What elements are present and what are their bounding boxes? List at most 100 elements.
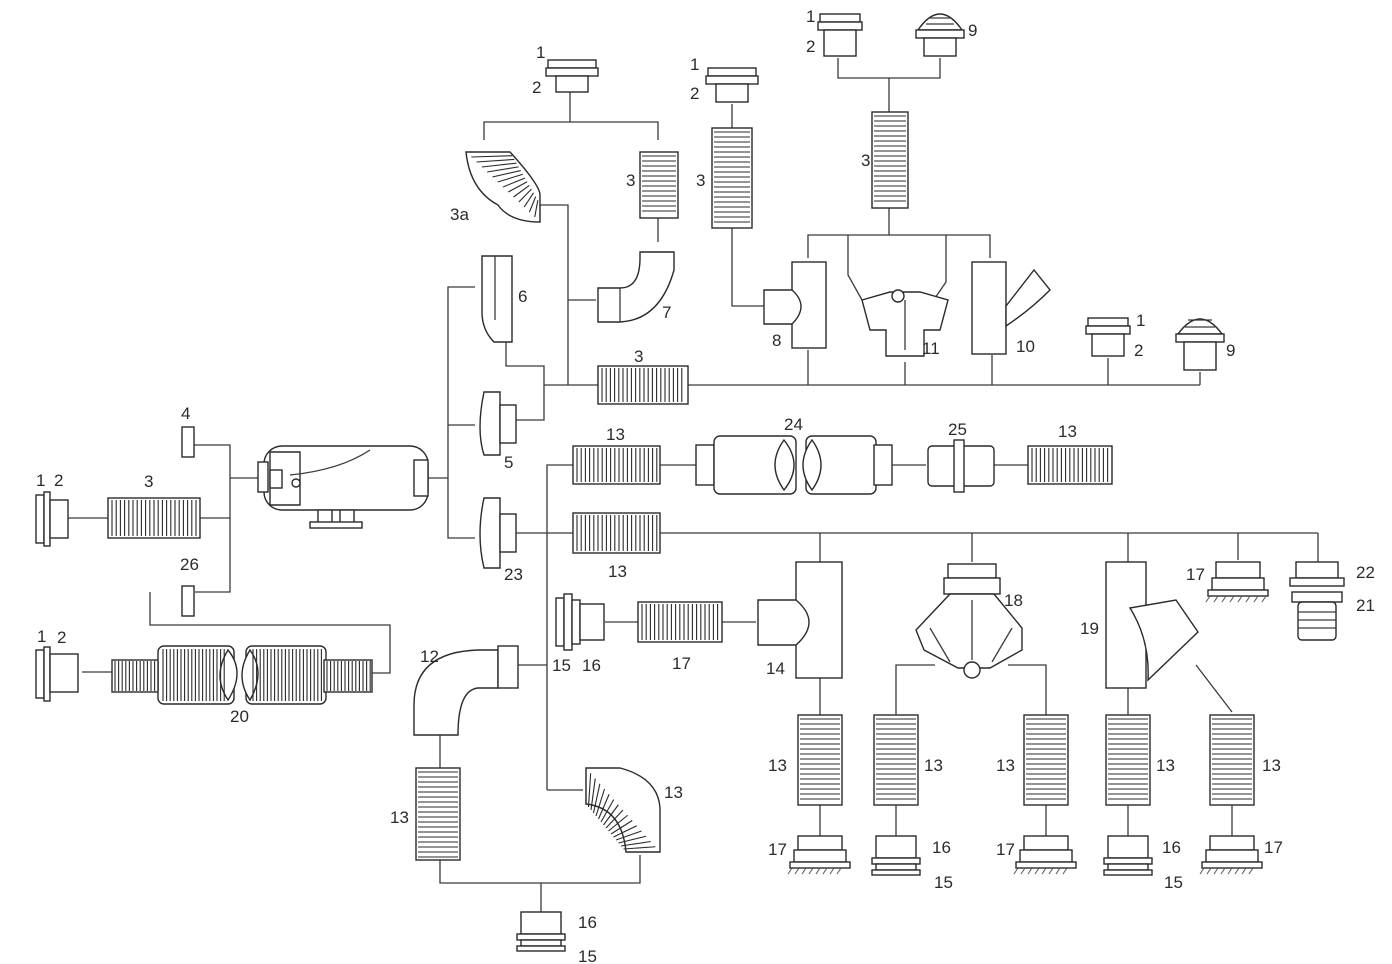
callout-top_3: 3 — [696, 171, 705, 190]
callout-g_2: 2 — [54, 471, 63, 490]
duct-13-b4 — [1106, 715, 1150, 805]
callout-b15_1: 15 — [934, 873, 953, 892]
left-grille-1-2 — [36, 492, 68, 546]
y-piece-18 — [916, 564, 1022, 678]
callout-g_4: 4 — [181, 404, 190, 423]
callout-g_1: 1 — [36, 471, 45, 490]
callout-tr_9: 9 — [968, 21, 977, 40]
callout-t12: 12 — [420, 647, 439, 666]
callout-b16_2: 16 — [1162, 838, 1181, 857]
callout-lone1: 1 — [37, 627, 46, 646]
callout-bot16: 16 — [578, 913, 597, 932]
callout-t17: 17 — [672, 654, 691, 673]
callout-m1: 1 — [1136, 311, 1145, 330]
callout-b13_6: 13 — [1262, 756, 1281, 775]
callout-p5: 5 — [504, 453, 513, 472]
callout-s13: 13 — [608, 562, 627, 581]
callout-m10: 10 — [1016, 337, 1035, 356]
bottom-outlets — [517, 836, 1262, 951]
callout-g_26: 26 — [180, 555, 199, 574]
part-4-screen — [182, 427, 194, 457]
callout-t16: 16 — [582, 656, 601, 675]
callout-tl_1: 1 — [536, 43, 545, 62]
duct-3-col2 — [712, 128, 752, 228]
duct-3-left — [108, 498, 200, 538]
callout-r13b: 13 — [1058, 422, 1077, 441]
y-piece-10 — [972, 262, 1050, 354]
grille-15-16 — [556, 594, 604, 650]
callout-s17: 17 — [1186, 565, 1205, 584]
callout-top_7: 7 — [662, 303, 671, 322]
duct-13-upper — [573, 446, 660, 484]
mid-vent-9 — [1176, 319, 1224, 370]
part-26-screen — [182, 586, 194, 616]
lower-left-grille-2 — [36, 647, 78, 701]
callout-lone2: 2 — [57, 628, 66, 647]
callout-b13_2: 13 — [768, 756, 787, 775]
callout-r13a: 13 — [606, 425, 625, 444]
duct-13-b5 — [1210, 715, 1254, 805]
outlet-17-b5 — [1200, 836, 1262, 874]
callout-b13_1: 13 — [390, 808, 409, 827]
callout-t18: 18 — [1004, 591, 1023, 610]
callout-top_2: 2 — [690, 84, 699, 103]
mid-reducer-1-2 — [1086, 318, 1130, 356]
outlet-16-15-bottom — [517, 912, 565, 951]
callout-t14: 14 — [766, 659, 785, 678]
callout-top_3: 3 — [626, 171, 635, 190]
callout-b13_4: 13 — [996, 756, 1015, 775]
callout-s21: 21 — [1356, 596, 1375, 615]
duct-17-row — [638, 602, 722, 642]
duct-3-main — [598, 366, 688, 404]
bend-13a — [586, 768, 660, 852]
callout-b13a: 13 — [664, 783, 683, 802]
callout-g_3: 3 — [144, 472, 153, 491]
callout-tr_3: 3 — [861, 151, 870, 170]
tr-reducer-1-2 — [818, 14, 862, 56]
callout-tl_2: 2 — [532, 78, 541, 97]
outlet-17-right — [1206, 562, 1268, 602]
callout-top_3a: 3a — [450, 205, 469, 224]
duct-13-b3 — [1024, 715, 1068, 805]
duct-20-long — [112, 646, 372, 704]
joint-25 — [928, 440, 994, 492]
coupling-24 — [696, 436, 892, 494]
bend-3a — [466, 152, 540, 222]
callout-m8: 8 — [772, 331, 781, 350]
callout-bot15: 15 — [578, 947, 597, 964]
duct-13-branch — [573, 513, 660, 553]
callout-tr_1: 1 — [806, 7, 815, 26]
callout-m2: 2 — [1134, 341, 1143, 360]
outlet-17-b3 — [1014, 836, 1076, 874]
callout-b17_2: 17 — [996, 840, 1015, 859]
duct-13-b1 — [798, 715, 842, 805]
outlet-22-21 — [1290, 562, 1344, 640]
duct-13-b2 — [874, 715, 918, 805]
callout-g_20: 20 — [230, 707, 249, 726]
duct-13-left — [416, 768, 460, 860]
callout-m11: 11 — [922, 339, 940, 358]
callout-top_1: 1 — [690, 55, 699, 74]
heater-unit — [258, 446, 428, 528]
callout-t19: 19 — [1080, 619, 1099, 638]
duct-3-tr — [872, 112, 908, 208]
y-piece-19 — [1106, 562, 1198, 688]
col2-reducer-1-2 — [706, 68, 758, 102]
part-23-reducer — [480, 498, 516, 568]
callout-r25: 25 — [948, 420, 967, 439]
callout-b13_3: 13 — [924, 756, 943, 775]
duct-3-top — [640, 152, 678, 218]
outlet-16-15-b2 — [872, 836, 920, 875]
callout-p6: 6 — [518, 287, 527, 306]
duct-13-right — [1028, 446, 1112, 484]
outlet-16-15-b4 — [1104, 836, 1152, 875]
callout-b16_1: 16 — [932, 838, 951, 857]
outlet-17-b1 — [788, 836, 850, 874]
part-5-reducer — [480, 392, 516, 455]
callout-b15_2: 15 — [1164, 873, 1183, 892]
callout-p23: 23 — [504, 565, 523, 584]
callout-m9: 9 — [1226, 341, 1235, 360]
tr-vent-9 — [916, 14, 964, 56]
callout-s22: 22 — [1356, 563, 1375, 582]
